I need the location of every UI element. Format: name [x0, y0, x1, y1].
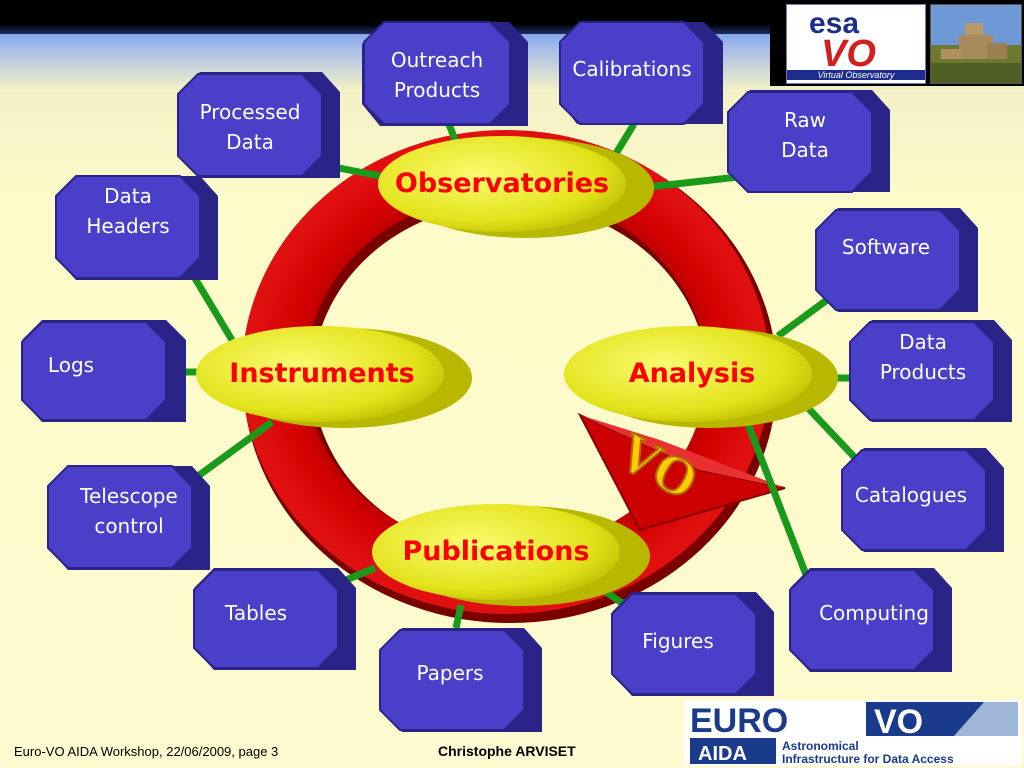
node-papers[interactable]: [379, 628, 542, 732]
node-telescope-control-label: Telescope control: [80, 484, 178, 538]
node-data-headers[interactable]: [55, 175, 218, 280]
node-processed-data-label: Processed Data: [199, 100, 301, 154]
hub-instruments-label: Instruments: [229, 358, 415, 389]
hub-publications[interactable]: [372, 504, 650, 606]
node-telescope-control[interactable]: [47, 465, 210, 570]
esa-vo-logo: esa VO Virtual Observatory: [786, 4, 926, 84]
hub-instruments[interactable]: [196, 326, 472, 428]
euro-vo-wordmark: VO: [874, 703, 923, 741]
node-outreach-products[interactable]: [362, 21, 528, 126]
aida-wordmark: AIDA: [698, 743, 747, 765]
aida-line1: Astronomical: [782, 739, 859, 753]
node-logs-label: Logs: [47, 353, 95, 377]
node-calibrations[interactable]: [559, 21, 723, 125]
node-logs[interactable]: [21, 320, 186, 422]
node-calibrations-label: Calibrations: [572, 57, 692, 81]
node-data-products[interactable]: [849, 320, 1012, 422]
hub-observatories[interactable]: [378, 136, 654, 238]
hub-analysis[interactable]: [564, 326, 838, 428]
node-computing[interactable]: [789, 568, 952, 672]
node-tables[interactable]: [193, 568, 356, 670]
node-software-label: Software: [841, 235, 931, 259]
node-software[interactable]: [815, 208, 978, 312]
hub-observatories-label: Observatories: [394, 168, 610, 199]
vo-subtitle: Virtual Observatory: [787, 70, 925, 80]
node-figures-label: Figures: [642, 629, 714, 653]
euro-vo-aida-logo: EURO VO AIDA Astronomical Infrastructure…: [684, 700, 1022, 766]
node-processed-data[interactable]: [177, 72, 340, 178]
node-data-headers-label: Data Headers: [86, 184, 170, 238]
node-catalogues[interactable]: [841, 448, 1004, 552]
footer-event-info: Euro-VO AIDA Workshop, 22/06/2009, page …: [14, 744, 279, 759]
observatory-photo: [930, 4, 1022, 84]
euro-wordmark: EURO: [690, 702, 788, 740]
footer-author: Christophe ARVISET: [438, 743, 576, 759]
node-outreach-products-label: Outreach Products: [390, 48, 484, 102]
node-raw-data-label: Raw Data: [781, 108, 829, 162]
node-catalogues-label: Catalogues: [854, 483, 968, 507]
aida-line2: Infrastructure for Data Access: [782, 752, 954, 766]
hub-analysis-label: Analysis: [628, 358, 756, 389]
node-data-products-label: Data Products: [879, 330, 967, 384]
node-tables-label: Tables: [224, 601, 288, 625]
hub-publications-label: Publications: [402, 536, 590, 567]
esa-wordmark: esa: [809, 7, 860, 40]
node-computing-label: Computing: [819, 601, 929, 625]
node-figures[interactable]: [611, 592, 774, 696]
node-papers-label: Papers: [416, 661, 484, 685]
vo-wordmark: VO: [821, 33, 876, 75]
node-raw-data[interactable]: [727, 90, 890, 193]
